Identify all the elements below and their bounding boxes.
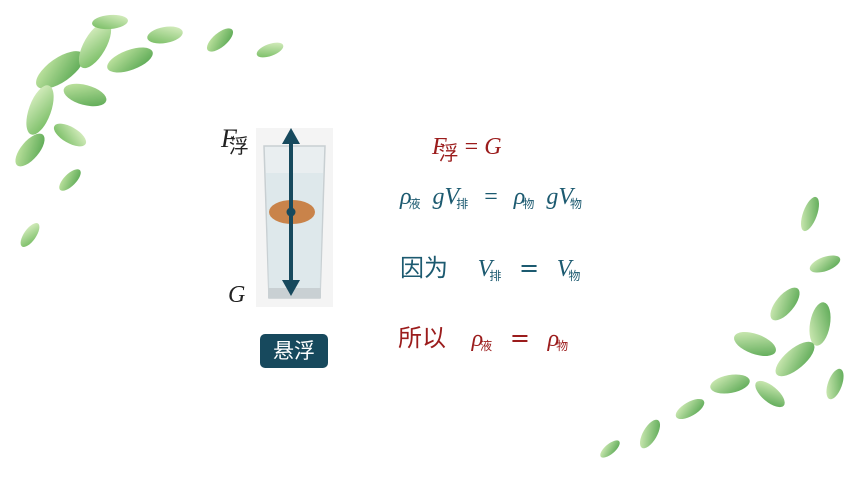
glass-illustration	[263, 145, 326, 299]
state-badge: 悬浮	[260, 334, 328, 368]
glass-photo	[256, 128, 333, 307]
force-arrows	[282, 128, 300, 296]
leaf-decoration-top-left	[15, 14, 284, 247]
equation-1: F浮 = G	[432, 134, 502, 165]
arrow-up-icon	[282, 128, 300, 144]
equation-4: 所以 ρ液 = ρ物	[398, 324, 569, 353]
gravity-label: G	[228, 282, 246, 308]
leaf-decoration-bottom-right	[600, 196, 844, 458]
equation-3: 因为 V排 = V物	[400, 254, 581, 283]
buoyant-force-label: F浮	[221, 124, 249, 158]
arrow-down-icon	[282, 280, 300, 296]
center-point	[286, 207, 296, 217]
equation-2: ρ液 gV排 = ρ物 gV物	[400, 184, 583, 211]
